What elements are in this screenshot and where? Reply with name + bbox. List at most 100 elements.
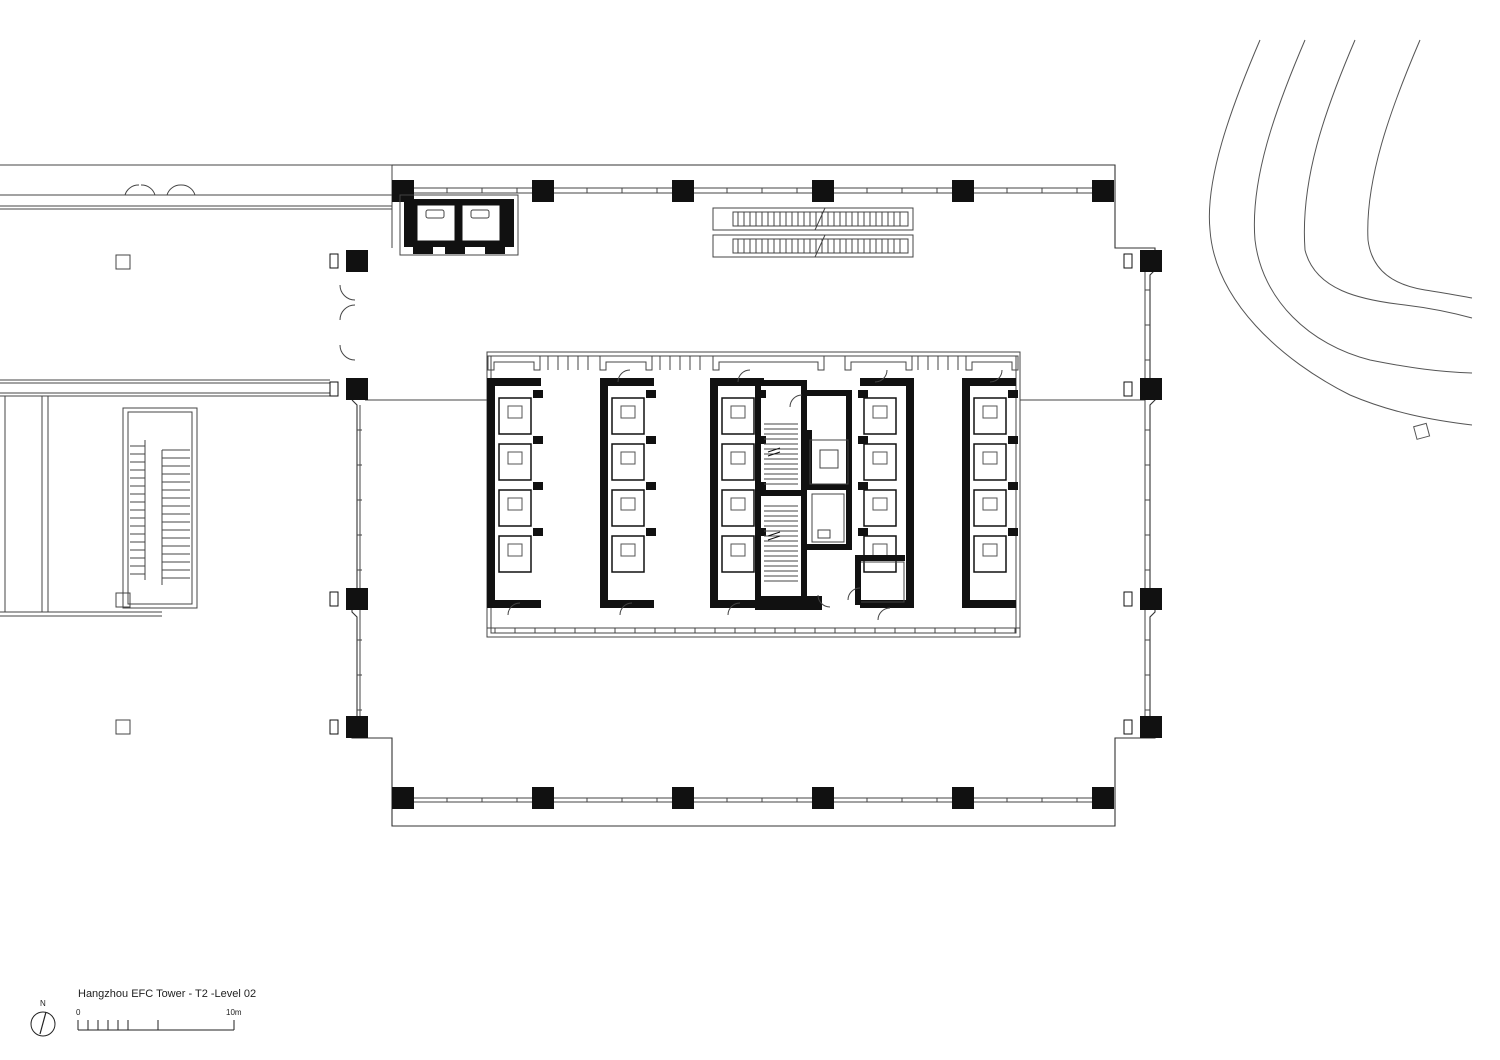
structural-column	[1140, 250, 1162, 272]
lift-car	[973, 443, 1007, 481]
column-pilaster	[1123, 719, 1133, 735]
shaft-divider	[1008, 528, 1018, 536]
lift-car	[721, 489, 755, 527]
shaft-wall	[600, 378, 654, 386]
lift-cab	[507, 497, 523, 511]
core-doors	[507, 369, 1003, 621]
lift-car	[611, 535, 645, 573]
lift-car	[973, 489, 1007, 527]
shaft-divider	[858, 528, 868, 536]
lift-cab	[730, 451, 746, 465]
lift-cab	[730, 497, 746, 511]
shaft-wall	[710, 378, 764, 386]
lift-cab	[620, 497, 636, 511]
structural-column	[1140, 716, 1162, 738]
shaft-wall	[906, 378, 914, 608]
lift-cab	[507, 451, 523, 465]
podium-corridor	[0, 164, 393, 617]
drawing-title: Hangzhou EFC Tower - T2 -Level 02	[78, 988, 257, 1000]
lift-car	[721, 443, 755, 481]
lift-cab	[872, 451, 888, 465]
north-label: N	[40, 999, 46, 1008]
shaft-divider	[858, 482, 868, 490]
shaft-wall	[487, 378, 495, 608]
lift-cab	[982, 405, 998, 419]
structural-column	[392, 180, 414, 202]
shaft-divider	[533, 436, 543, 444]
shaft-divider	[858, 390, 868, 398]
shaft-divider	[533, 390, 543, 398]
service-core	[755, 380, 905, 610]
lift-cab	[730, 405, 746, 419]
column-pilaster	[329, 591, 339, 607]
shaft-wall	[962, 378, 970, 608]
structural-column	[532, 787, 554, 809]
lift-cab	[507, 543, 523, 557]
lift-car	[863, 535, 897, 573]
escalators	[712, 207, 914, 258]
structural-column	[952, 787, 974, 809]
lift-car	[611, 489, 645, 527]
lift-car	[863, 443, 897, 481]
shaft-wall	[860, 378, 914, 386]
structural-column	[952, 180, 974, 202]
lift-car	[721, 535, 755, 573]
lift-cab	[620, 451, 636, 465]
shaft-divider	[533, 528, 543, 536]
column-pilaster	[329, 719, 339, 735]
scale-end-label: 10m	[226, 1008, 242, 1017]
shaft-divider	[646, 436, 656, 444]
lift-car	[721, 397, 755, 435]
structural-column	[1092, 787, 1114, 809]
lift-cab	[507, 405, 523, 419]
lift-car	[973, 397, 1007, 435]
tower-columns	[329, 180, 1162, 809]
shaft-wall	[600, 378, 608, 608]
core-railings	[494, 356, 1016, 633]
lift-cab	[982, 543, 998, 557]
shaft-divider	[646, 528, 656, 536]
scale-start-label: 0	[76, 1008, 81, 1017]
shaft-divider	[1008, 482, 1018, 490]
column-pilaster	[1123, 591, 1133, 607]
shaft-wall	[860, 600, 914, 608]
shaft-wall	[487, 378, 541, 386]
podium-doors	[124, 184, 356, 361]
structural-column	[812, 180, 834, 202]
lift-cab	[872, 405, 888, 419]
shaft-wall	[710, 378, 718, 608]
core-top-niches	[487, 355, 1019, 371]
shuttle-lifts	[399, 194, 519, 256]
lift-car	[498, 443, 532, 481]
lift-cab	[620, 543, 636, 557]
lift-cab	[982, 451, 998, 465]
north-arrow	[30, 1011, 56, 1037]
lift-car	[498, 489, 532, 527]
shaft-wall	[710, 600, 764, 608]
structural-column	[346, 716, 368, 738]
shaft-divider	[646, 482, 656, 490]
lift-cab	[620, 405, 636, 419]
lift-car	[863, 489, 897, 527]
shaft-wall	[962, 378, 1016, 386]
structural-column	[346, 250, 368, 272]
structural-column	[346, 378, 368, 400]
structural-column	[672, 180, 694, 202]
lift-car	[611, 397, 645, 435]
structural-column	[672, 787, 694, 809]
column-pilaster	[1123, 253, 1133, 269]
structural-column	[1092, 180, 1114, 202]
structural-column	[532, 180, 554, 202]
column-pilaster	[1123, 381, 1133, 397]
lift-car	[611, 443, 645, 481]
lift-car	[498, 535, 532, 573]
lift-cab	[982, 497, 998, 511]
podium-column-marker	[115, 254, 131, 270]
shaft-divider	[858, 436, 868, 444]
shaft-wall	[962, 600, 1016, 608]
scale-bar	[77, 1020, 235, 1031]
structural-column	[1140, 588, 1162, 610]
lift-banks	[487, 378, 1018, 608]
structural-column	[812, 787, 834, 809]
